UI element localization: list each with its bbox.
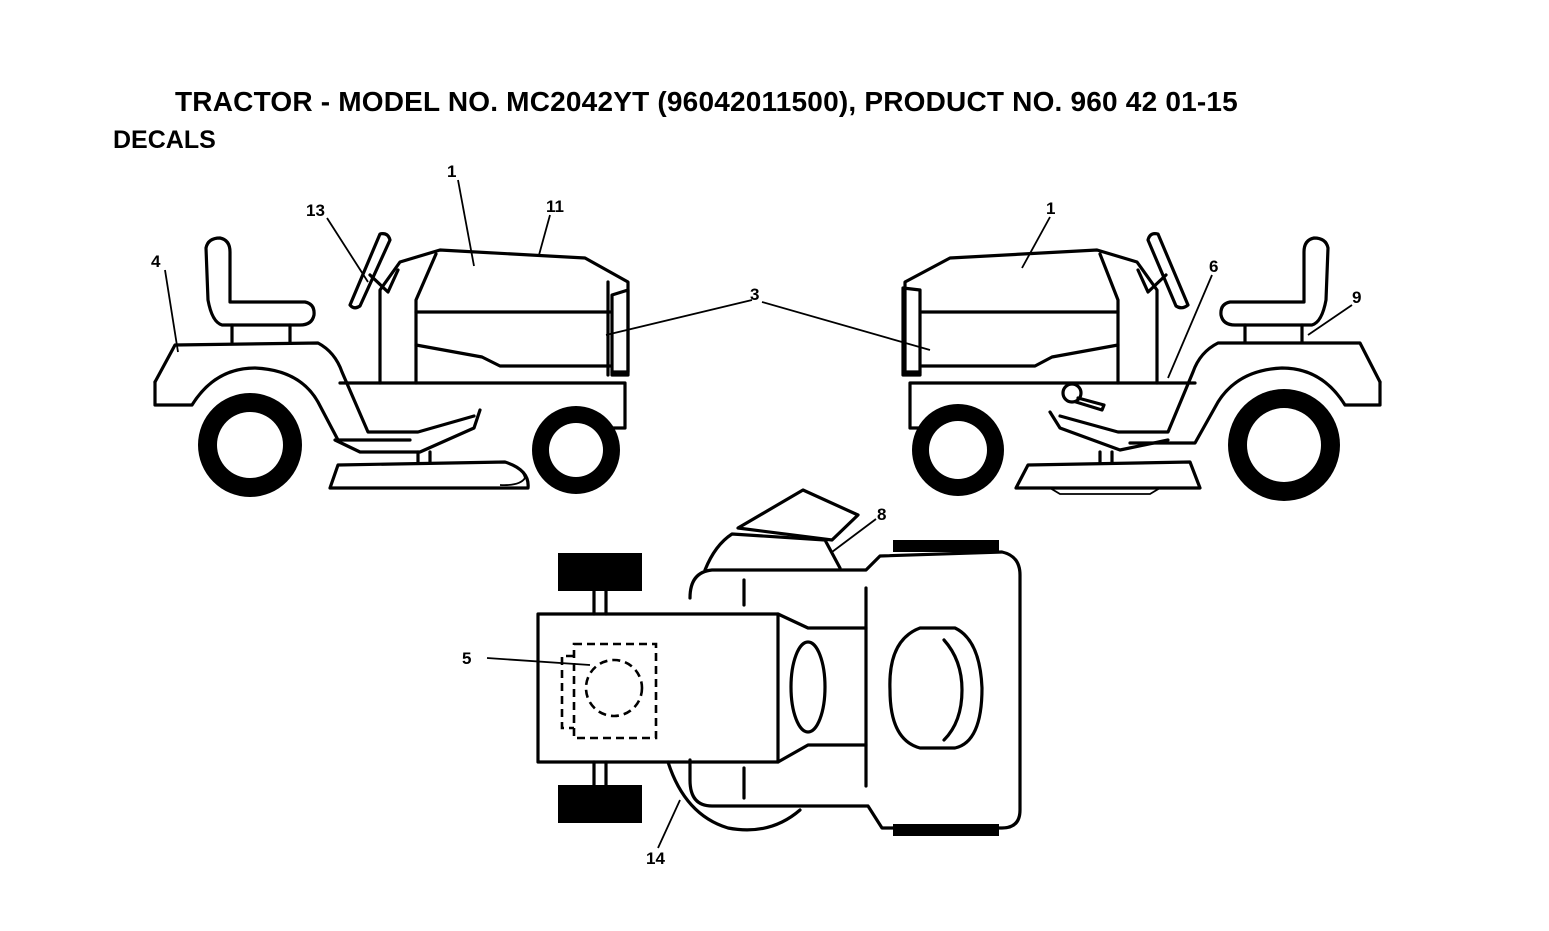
rear-fender-left-view: [153, 341, 476, 434]
section-title: DECALS: [113, 126, 216, 154]
front-wheel-top-left: [558, 553, 642, 591]
front-wheel-right-view: [912, 404, 1004, 496]
rear-wheel-left-view: [198, 393, 302, 497]
callout-6: 6: [1209, 257, 1218, 276]
seat-top-view: [888, 626, 984, 750]
dash-panel: [789, 640, 827, 734]
steering-wheel-left-view: [348, 232, 392, 310]
callout-11: 11: [546, 197, 564, 216]
callout-3: 3: [750, 285, 759, 304]
front-wheel-top-right: [558, 785, 642, 823]
callout-9: 9: [1352, 288, 1361, 307]
rear-wheel-top-right: [893, 824, 999, 836]
tractor-right-side-view: [901, 232, 1382, 501]
mower-deck-left-view: [328, 460, 530, 490]
callout-14: 14: [646, 849, 665, 868]
callout-4: 4: [151, 252, 161, 271]
callout-13: 13: [306, 201, 325, 220]
tractor-left-side-view: [153, 232, 630, 497]
rear-wheel-top-left: [893, 540, 999, 552]
callout-5: 5: [462, 649, 471, 668]
body-top-view: [688, 550, 1022, 830]
rear-fender-right-view: [1058, 341, 1382, 434]
hood-left-view: [414, 252, 438, 385]
hood-top-view: [536, 612, 780, 764]
seat-left-view: [204, 236, 316, 327]
seat-right-view: [1219, 236, 1330, 327]
callout-1-left: 1: [447, 162, 456, 181]
callout-1-right: 1: [1046, 199, 1055, 218]
decal-area-5: [572, 642, 658, 740]
mower-deck-right-view: [1014, 460, 1202, 490]
front-wheel-left-view: [532, 406, 620, 494]
page-title: TRACTOR - MODEL NO. MC2042YT (9604201150…: [175, 86, 1238, 117]
hood-right-view: [1098, 252, 1120, 385]
tractor-top-view: [536, 488, 1022, 836]
callout-labels: 1 11 13 4 3 1 6 9 8 5 14: [151, 162, 1361, 868]
steering-wheel-right-view: [1146, 232, 1190, 310]
rear-wheel-right-view: [1228, 389, 1340, 501]
callout-8: 8: [877, 505, 886, 524]
discharge-chute: [736, 488, 860, 542]
leader-lines: [164, 179, 1353, 849]
